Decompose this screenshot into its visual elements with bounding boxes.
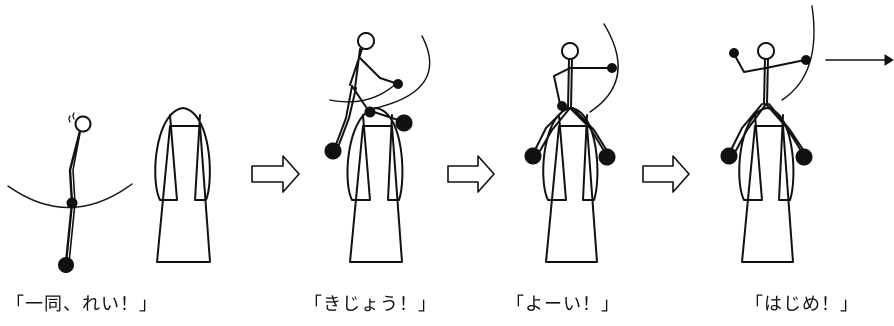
head (561, 42, 579, 60)
hand (729, 48, 739, 58)
body (733, 53, 767, 73)
motion-arc-icon (375, 35, 431, 109)
run-direction-arrow-icon (825, 54, 894, 66)
foot (324, 142, 342, 160)
body (728, 103, 763, 155)
vaulting-box-icon (154, 107, 211, 263)
step-ready (524, 23, 619, 263)
body (336, 87, 357, 151)
stick-figure-start (720, 42, 813, 166)
stick-figure-bowing (58, 112, 92, 273)
head (757, 42, 775, 60)
body (64, 129, 82, 265)
motion-arc-icon (781, 5, 815, 101)
body (763, 58, 769, 105)
head (357, 32, 375, 50)
hand (607, 63, 617, 73)
foot (524, 147, 542, 165)
motion-lines-icon (68, 112, 75, 123)
body (349, 48, 363, 89)
step-caption-start: 「はじめ！」 (745, 294, 859, 315)
step-mount (324, 32, 431, 263)
motion-arc-icon (329, 81, 399, 103)
body (359, 57, 399, 85)
next-arrow-icon (447, 155, 495, 193)
stick-figure-mounting (324, 32, 413, 160)
foot (598, 148, 616, 166)
body (553, 67, 571, 105)
body (732, 103, 767, 157)
foot (395, 114, 413, 132)
step-start (720, 5, 894, 263)
hand (364, 106, 376, 118)
step-caption-mount: 「きじょう！」 (304, 294, 437, 315)
vaulting-box-icon (346, 107, 404, 263)
motion-arc-icon (589, 23, 619, 113)
body (333, 85, 353, 151)
body (569, 107, 607, 155)
foot (795, 148, 813, 166)
foot (720, 147, 738, 165)
step-bow (7, 107, 211, 273)
body (567, 58, 573, 109)
next-arrow-icon (642, 155, 690, 193)
hand (557, 101, 567, 111)
body (768, 103, 807, 155)
step-caption-bow: 「一同、れい！」 (6, 294, 158, 315)
hand (66, 197, 78, 209)
head (74, 115, 92, 133)
hand (801, 55, 811, 65)
body (351, 85, 405, 123)
body (68, 132, 81, 264)
body (536, 107, 571, 157)
step-caption-ready: 「よーい！」 (506, 294, 620, 315)
body (572, 107, 610, 155)
next-arrow-icon (251, 155, 300, 193)
hand (393, 79, 403, 89)
body (765, 103, 804, 155)
body (532, 107, 567, 155)
stick-figure-ready (524, 42, 617, 166)
body (765, 59, 806, 69)
foot (58, 257, 74, 273)
